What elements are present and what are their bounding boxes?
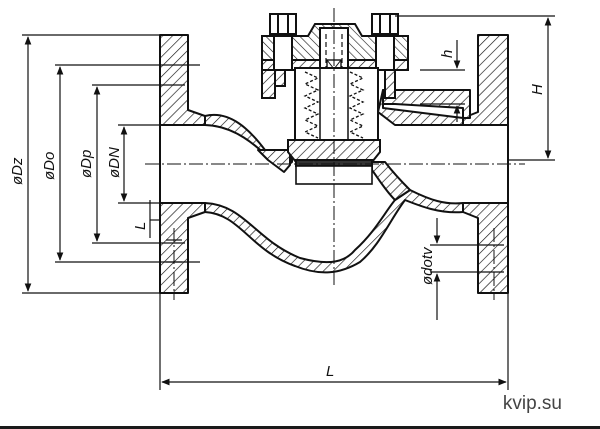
bonnet — [261, 13, 409, 185]
bonnet-neck — [261, 69, 276, 99]
label-l-small: L — [132, 222, 149, 230]
label-do: øDo — [41, 152, 58, 180]
bolt-head-right — [371, 13, 399, 35]
label-dz: øDz — [9, 157, 26, 185]
seat-partition — [371, 161, 411, 201]
bolt-shank-left — [273, 35, 293, 71]
label-h-big: H — [529, 84, 546, 95]
label-length: L — [326, 363, 334, 380]
body-lower-wall — [204, 189, 464, 274]
label-dn: øDN — [106, 147, 123, 178]
bolt-shank-right — [375, 35, 395, 71]
seat-left — [257, 149, 291, 173]
right-flange-lower — [462, 202, 509, 294]
bolt-head-left — [269, 13, 297, 35]
label-dotv: ødotv — [419, 246, 436, 285]
guide-sleeve — [294, 67, 379, 141]
label-dp: øDp — [78, 150, 95, 178]
label-h-small: h — [439, 50, 456, 58]
bonnet-neck-right — [384, 69, 396, 99]
dimensions — [22, 15, 555, 390]
left-flange-lower — [159, 202, 206, 294]
left-flange — [159, 34, 206, 126]
footer-rule — [0, 426, 600, 429]
watermark: kvip.su — [502, 393, 562, 414]
